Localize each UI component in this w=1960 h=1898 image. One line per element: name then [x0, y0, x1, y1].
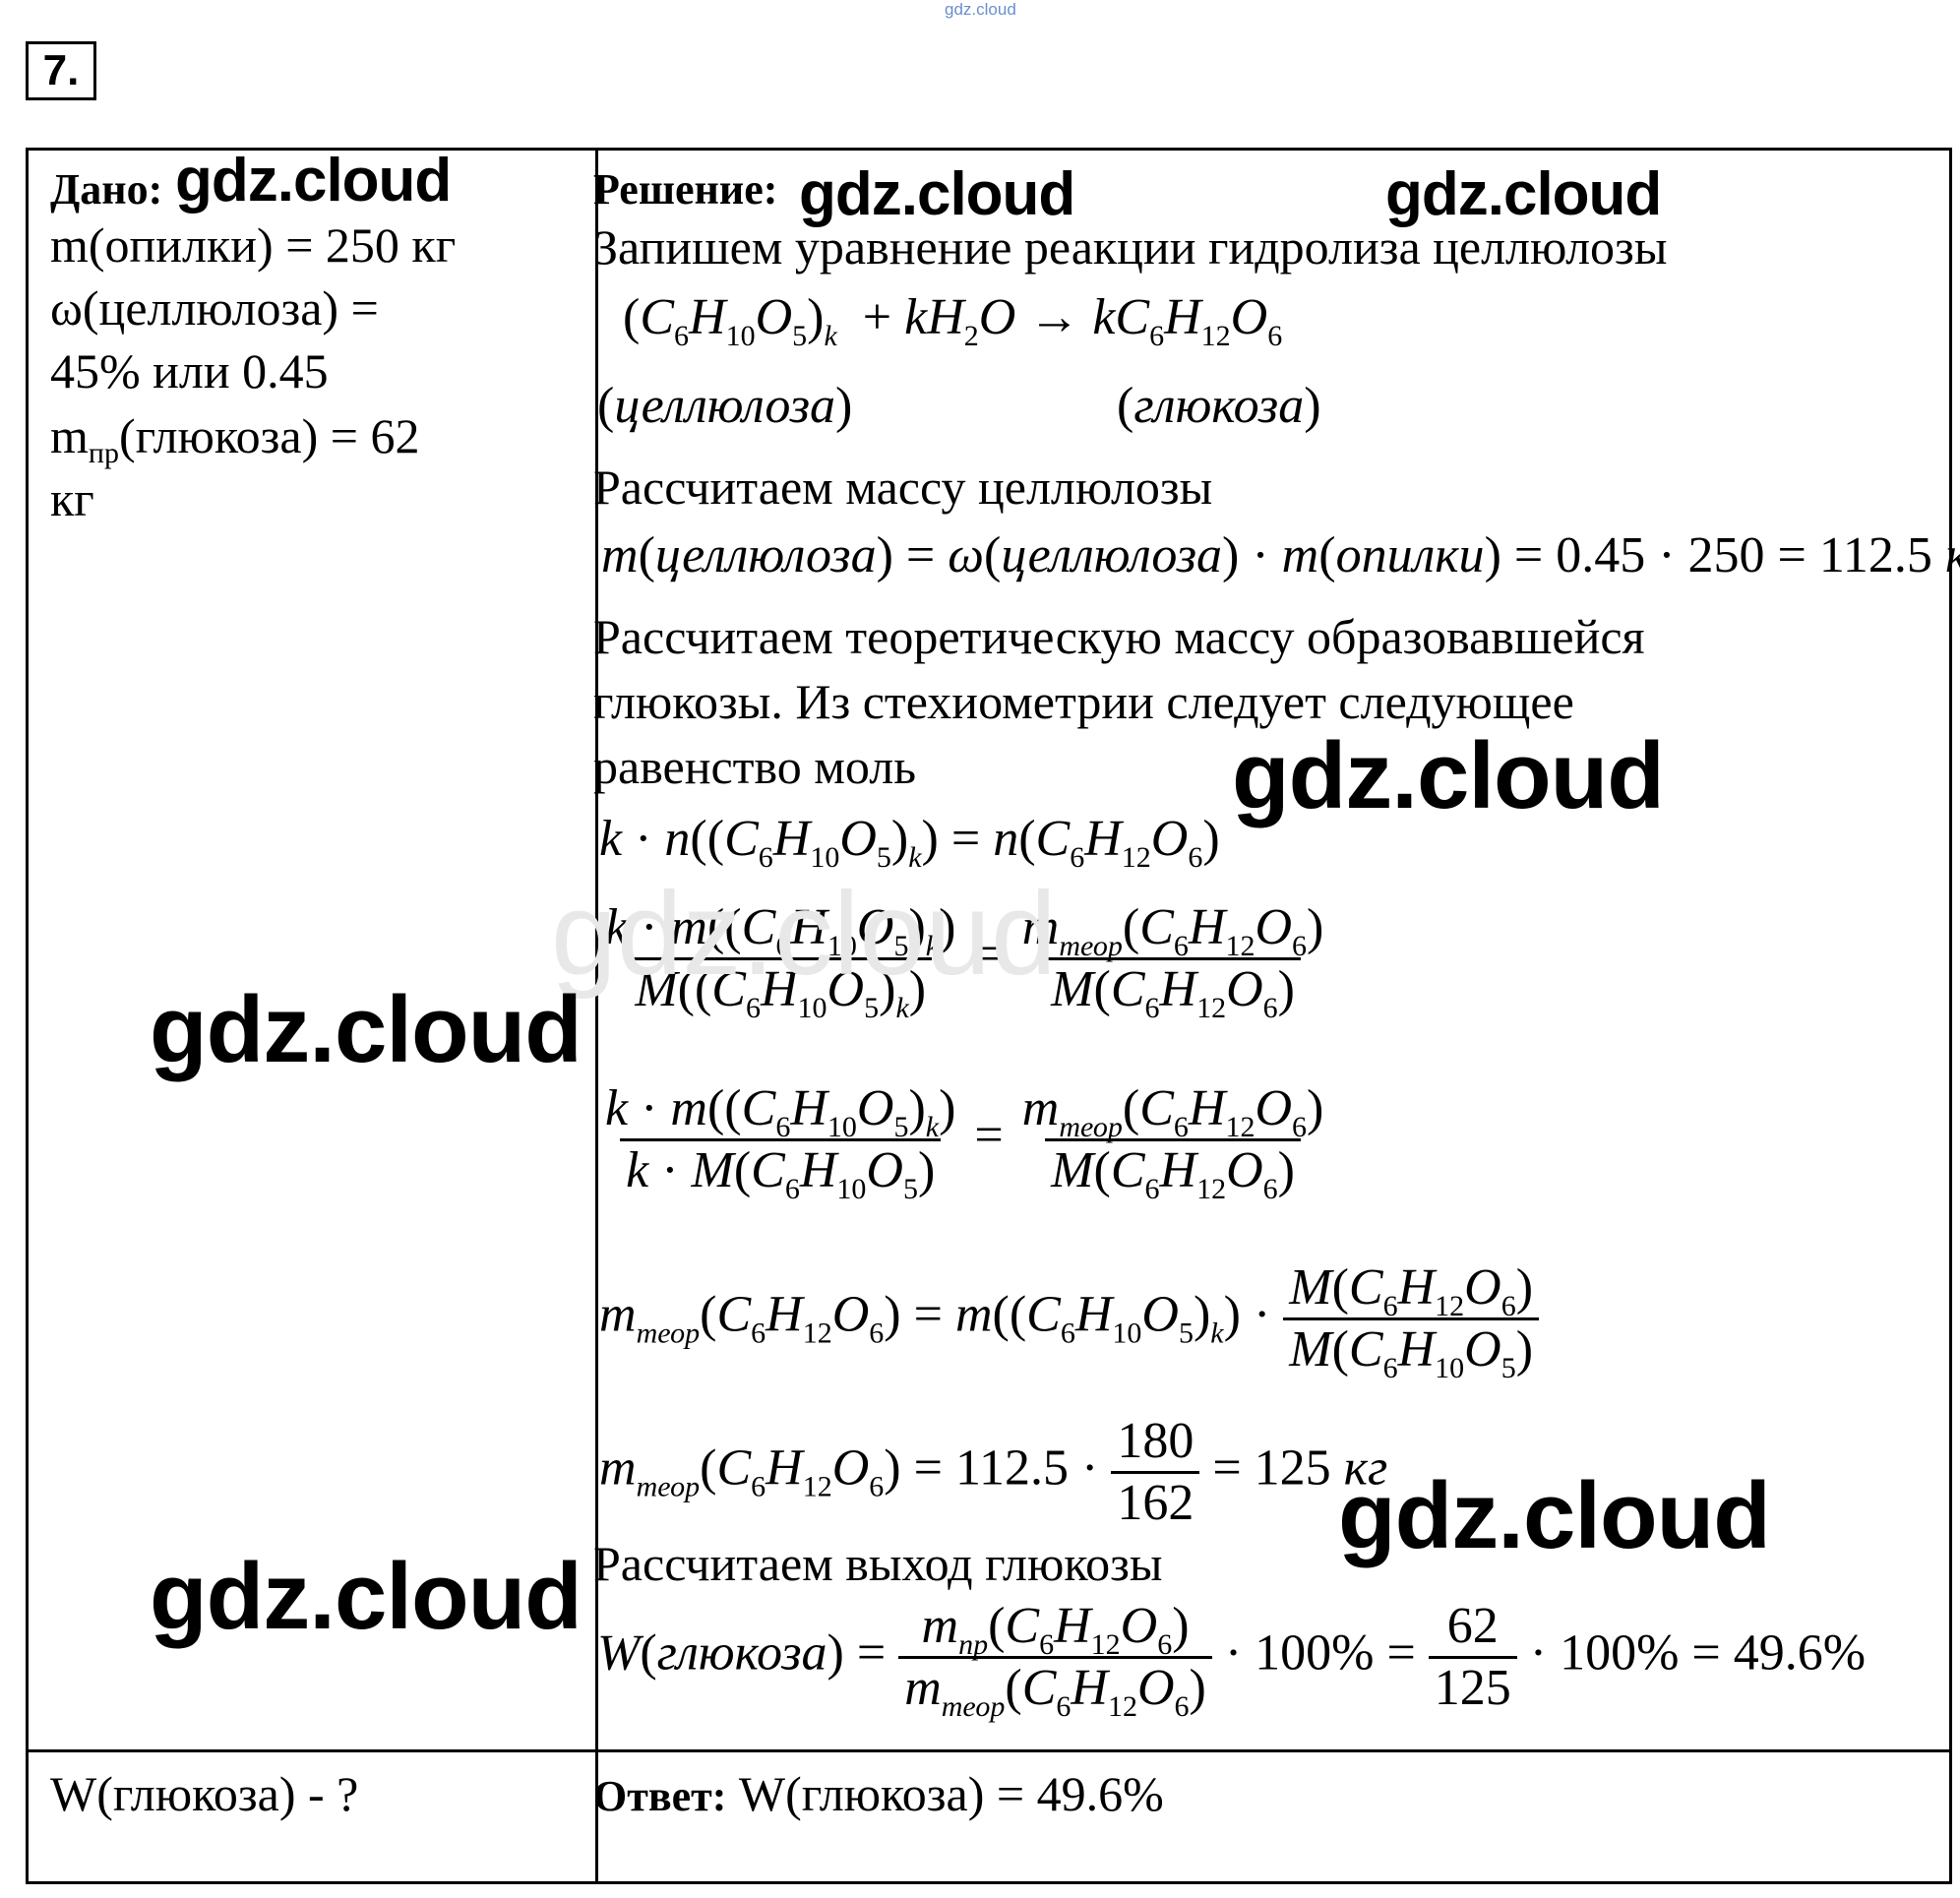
mole-equality: k · n((C6H10O5)k) = n(C6H12O6): [599, 811, 1220, 874]
yield-formula: W(глюкоза) = mпр(C6H12O6)mтеор(C6H12O6) …: [597, 1598, 1867, 1723]
find-statement: W(глюкоза) - ?: [50, 1766, 359, 1821]
watermark-left-2: gdz.cloud: [150, 1544, 582, 1649]
watermark-bottom-right: gdz.cloud: [1338, 1463, 1771, 1568]
mass-ratio-2: k · m((C6H10O5)k)k · M(C6H10O5) = mтеор(…: [605, 1080, 1324, 1205]
label-cellulose: (целлюлоза): [597, 378, 853, 434]
solution-intro: Запишем уравнение реакции гидролиза целл…: [593, 219, 1668, 275]
reaction-equation: (C6H10O5)k + kH2O → kC6H12O6: [623, 289, 1283, 352]
watermark-solution-2: gdz.cloud: [1385, 160, 1662, 228]
given-header: Дано:: [50, 165, 163, 214]
given-line-percent: 45% или 0.45: [50, 343, 329, 398]
given-line-omega: ω(целлюлоза) =: [50, 280, 379, 336]
calc-yield-text: Рассчитаем выход глюкозы: [593, 1536, 1163, 1591]
top-watermark: gdz.cloud: [945, 0, 1016, 19]
m-theor-expression: mтеор(C6H12O6) = m((C6H10O5)k) · M(C6H12…: [599, 1258, 1540, 1383]
answer-text: W(глюкоза) = 49.6%: [738, 1766, 1164, 1821]
watermark-solution-1: gdz.cloud: [799, 160, 1075, 228]
mass-ratio-1: k · m((C6H10O5)k)M((C6H10O5)k) = mтеор(C…: [605, 899, 1324, 1024]
watermark-given: gdz.cloud: [175, 147, 452, 214]
label-glucose: (глюкоза): [1117, 378, 1321, 434]
mpr-rest: (глюкоза): [118, 408, 319, 463]
mass-formula: m(целлюлоза) = ω(целлюлоза) · m(опилки) …: [601, 527, 1960, 583]
theor-text-1: Рассчитаем теоретическую массу образовав…: [593, 609, 1645, 664]
watermark-mid-right: gdz.cloud: [1232, 723, 1665, 828]
calc-mass-text: Рассчитаем массу целлюлозы: [593, 459, 1213, 515]
column-divider: [595, 151, 598, 1881]
mpr-subscript: пр: [88, 437, 119, 469]
problem-table: Дано: m(опилки) = 250 кг ω(целлюлоза) = …: [26, 148, 1960, 1884]
answer-label: Ответ:: [593, 1772, 727, 1820]
solution-header: Решение:: [593, 165, 778, 214]
given-line-unit: кг: [50, 471, 94, 526]
given-line-mass: m(опилки) = 250 кг: [50, 217, 457, 273]
mpr-value: = 62: [330, 408, 420, 463]
given-line-mpr: mпр(глюкоза) = 62: [50, 406, 419, 483]
ghost-watermark: gdz.cloud: [551, 868, 1057, 1000]
row-divider: [29, 1749, 1949, 1752]
mpr-symbol: m: [50, 408, 89, 463]
theor-text-3: равенство моль: [593, 739, 917, 794]
theor-text-2: глюкозы. Из стехиометрии следует следующ…: [593, 674, 1574, 729]
task-number: 7.: [26, 41, 96, 100]
answer-line: Ответ: W(глюкоза) = 49.6%: [593, 1764, 1164, 1826]
watermark-left-1: gdz.cloud: [150, 977, 582, 1082]
